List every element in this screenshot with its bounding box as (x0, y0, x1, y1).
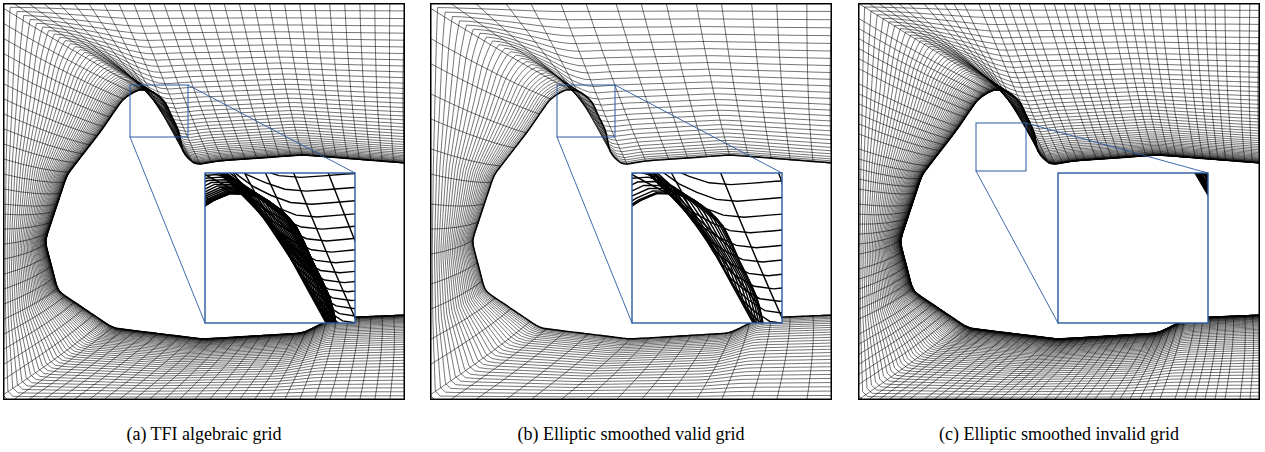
subfigure-caption: (a) TFI algebraic grid (3, 424, 405, 445)
grid-illustration (858, 3, 1260, 400)
grid-illustration (430, 3, 832, 400)
subfigure-caption: (b) Elliptic smoothed valid grid (430, 424, 832, 445)
subfigure-caption: (c) Elliptic smoothed invalid grid (858, 424, 1260, 445)
grid-illustration (3, 3, 405, 400)
